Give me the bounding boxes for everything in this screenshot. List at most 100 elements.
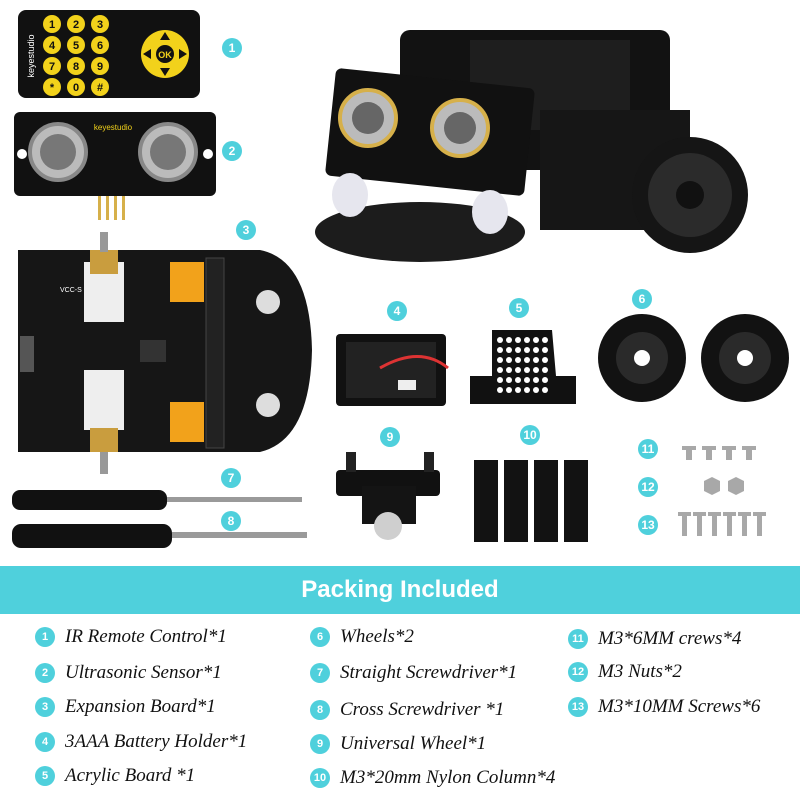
remote-key (91, 57, 109, 75)
item-number-badge: 7 (310, 663, 330, 683)
screws-image (678, 446, 766, 536)
screw-head (678, 512, 691, 516)
acrylic-hole (533, 337, 539, 343)
item-number-badge: 3 (35, 697, 55, 717)
acrylic-hole (524, 347, 530, 353)
item-number-badge: 5 (35, 766, 55, 786)
nylon-columns-image (474, 460, 588, 542)
acrylic-hole (524, 357, 530, 363)
acrylic-hole (515, 367, 521, 373)
remote-key-label: 4 (49, 40, 56, 52)
universal-wheel-image (336, 452, 440, 540)
screw-head (753, 512, 766, 516)
remote-key (43, 57, 61, 75)
item-number-badge: 4 (35, 732, 55, 752)
acrylic-hole (506, 367, 512, 373)
list-item: 11 M3*6MM crews*4 (568, 628, 741, 650)
callout-badge: 6 (632, 289, 652, 309)
acrylic-hole (542, 387, 548, 393)
remote-key-label: 6 (97, 40, 103, 52)
item-label: M3*20mm Nylon Column*4 (340, 767, 556, 788)
item-label: Ultrasonic Sensor*1 (65, 662, 222, 683)
acrylic-hole (542, 347, 548, 353)
acrylic-hole (533, 387, 539, 393)
remote-key-label: 3 (97, 19, 103, 31)
screw-shaft (697, 514, 702, 536)
item-label: Wheels*2 (340, 626, 414, 647)
callout-badge: 1 (222, 38, 242, 58)
callout-badge: 3 (236, 220, 256, 240)
remote-key (91, 78, 109, 96)
callout-badge: 5 (509, 298, 529, 318)
item-label: M3*6MM crews*4 (598, 628, 742, 649)
battery-holder-image (336, 334, 449, 406)
callout-badge: 2 (222, 141, 242, 161)
acrylic-hole (497, 347, 503, 353)
callout-badge: 12 (638, 477, 658, 497)
screw-head (693, 512, 706, 516)
acrylic-hole (515, 377, 521, 383)
acrylic-hole (524, 367, 530, 373)
acrylic-hole (524, 387, 530, 393)
acrylic-hole (506, 357, 512, 363)
list-item: 3 Expansion Board*1 (35, 696, 216, 718)
item-number-badge: 9 (310, 734, 330, 754)
expansion-board-image: VCC-S (18, 232, 312, 474)
acrylic-hole (497, 357, 503, 363)
remote-brand-label: keyestudio (26, 34, 36, 77)
screwdrivers-image (12, 490, 307, 548)
item-label: M3*10MM Screws*6 (598, 696, 761, 717)
acrylic-hole (506, 337, 512, 343)
screw-shaft (742, 514, 747, 536)
acrylic-hole (524, 377, 530, 383)
remote-key (43, 15, 61, 33)
remote-key-label: # (97, 82, 103, 94)
item-number-badge: 11 (568, 629, 588, 649)
callout-badge: 8 (221, 511, 241, 531)
callout-badge: 13 (638, 515, 658, 535)
sensor-brand-label: keyestudio (94, 123, 133, 132)
remote-key-label: * (50, 82, 55, 94)
remote-key-label: 0 (73, 82, 79, 94)
item-label: Straight Screwdriver*1 (340, 662, 518, 683)
acrylic-hole (524, 337, 530, 343)
remote-key (67, 36, 85, 54)
remote-key-label: 5 (73, 40, 79, 52)
item-label: Expansion Board*1 (65, 696, 216, 717)
wheels-image (598, 314, 789, 402)
item-label: Acrylic Board *1 (65, 765, 196, 786)
remote-key (67, 78, 85, 96)
remote-key-label: 8 (73, 61, 79, 73)
acrylic-hole (515, 347, 521, 353)
list-item: 7 Straight Screwdriver*1 (310, 662, 517, 684)
packing-banner: Packing Included (0, 566, 800, 614)
acrylic-hole (515, 337, 521, 343)
acrylic-hole (533, 377, 539, 383)
acrylic-hole (542, 357, 548, 363)
acrylic-hole (497, 337, 503, 343)
remote-ok-key: OK (158, 50, 172, 60)
remote-key-label: 1 (49, 19, 55, 31)
callout-badge: 10 (520, 425, 540, 445)
acrylic-hole (533, 347, 539, 353)
list-item: 5 Acrylic Board *1 (35, 765, 195, 787)
acrylic-hole (506, 377, 512, 383)
screw-head (708, 512, 721, 516)
item-number-badge: 8 (310, 700, 330, 720)
banner-title: Packing Included (301, 576, 499, 603)
item-label: IR Remote Control*1 (65, 626, 227, 647)
item-number-badge: 1 (35, 627, 55, 647)
remote-key-label: 2 (73, 19, 79, 31)
acrylic-hole (506, 347, 512, 353)
acrylic-hole (506, 387, 512, 393)
